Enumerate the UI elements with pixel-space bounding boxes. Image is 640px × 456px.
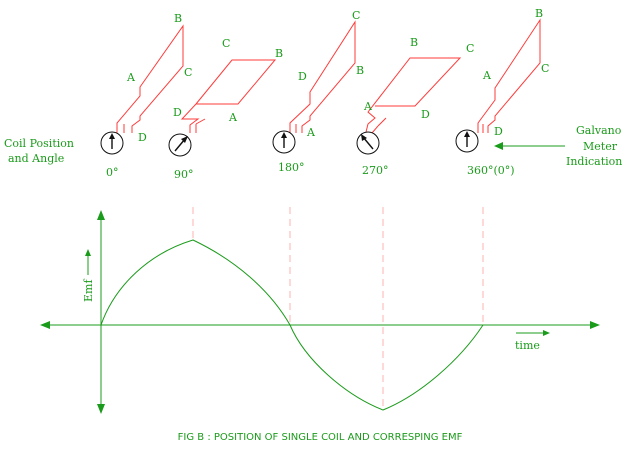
coil-0deg-corner-c: C	[184, 66, 192, 79]
coil-90deg-corner-b: B	[275, 47, 283, 60]
coil-270deg-outline	[365, 57, 462, 133]
right-arrow-icon	[543, 330, 550, 336]
x-axis-label: time	[515, 339, 540, 352]
right-label-line-1: Galvano	[576, 124, 622, 137]
coil-180deg-corner-c: C	[352, 9, 360, 22]
figure-caption: FIG B : POSITION OF SINGLE COIL AND CORR…	[178, 432, 463, 443]
coil-360deg-corner-d: D	[494, 125, 503, 138]
coil-360deg-corner-a: A	[482, 69, 492, 82]
coil-90deg: C B D A 90°	[168, 37, 283, 181]
coil-90deg-corner-d: D	[173, 106, 182, 119]
coil-180deg-outline	[289, 20, 356, 133]
left-arrow-icon	[40, 321, 50, 329]
left-arrow-icon	[494, 142, 503, 150]
left-label-line-1: Coil Position	[4, 137, 74, 150]
coil-270deg-angle: 270°	[362, 164, 389, 177]
coil-360deg-corner-b: B	[535, 7, 543, 20]
coil-0deg: B A C D 0°	[100, 12, 192, 179]
coil-90deg-corner-a: A	[228, 111, 238, 124]
coil-270deg: B C A D 270°	[356, 36, 474, 177]
coil-180deg-corner-d: D	[298, 70, 307, 83]
coil-270deg-corner-b: B	[410, 36, 418, 49]
coil-90deg-outline	[180, 59, 277, 133]
coil-0deg-corner-b: B	[174, 12, 182, 25]
coil-90deg-angle: 90°	[174, 168, 194, 181]
coil-270deg-corner-d: D	[421, 108, 430, 121]
right-label: Galvano Meter Indication	[494, 124, 622, 168]
coil-0deg-corner-a: A	[126, 71, 136, 84]
coil-360deg: B A C D 360°(0°)	[455, 7, 549, 177]
emf-waveform	[100, 239, 484, 411]
left-label-line-2: and Angle	[8, 152, 64, 165]
coil-180deg-corner-b: B	[356, 64, 364, 77]
coil-0deg-outline	[116, 24, 184, 133]
coil-180deg: C D B A 180°	[272, 9, 364, 174]
coil-360deg-outline	[477, 18, 541, 133]
up-arrow-icon	[85, 249, 91, 256]
coil-270deg-corner-a: A	[363, 100, 373, 113]
coil-0deg-angle: 0°	[106, 166, 119, 179]
coil-360deg-corner-c: C	[541, 62, 549, 75]
coil-0deg-corner-d: D	[138, 131, 147, 144]
guide-lines	[192, 207, 484, 410]
coil-90deg-corner-c: C	[222, 37, 230, 50]
down-arrow-icon	[97, 404, 105, 414]
graph-axes	[40, 210, 600, 414]
right-label-line-3: Indication	[566, 155, 622, 168]
right-label-line-2: Meter	[583, 140, 618, 153]
y-axis-label: Emf	[82, 279, 95, 302]
coil-180deg-angle: 180°	[278, 161, 305, 174]
coil-180deg-corner-a: A	[306, 126, 316, 139]
up-arrow-icon	[97, 210, 105, 220]
left-label: Coil Position and Angle	[4, 137, 74, 165]
coil-270deg-corner-c: C	[466, 42, 474, 55]
right-arrow-icon	[590, 321, 600, 329]
coil-360deg-angle: 360°(0°)	[467, 164, 515, 177]
